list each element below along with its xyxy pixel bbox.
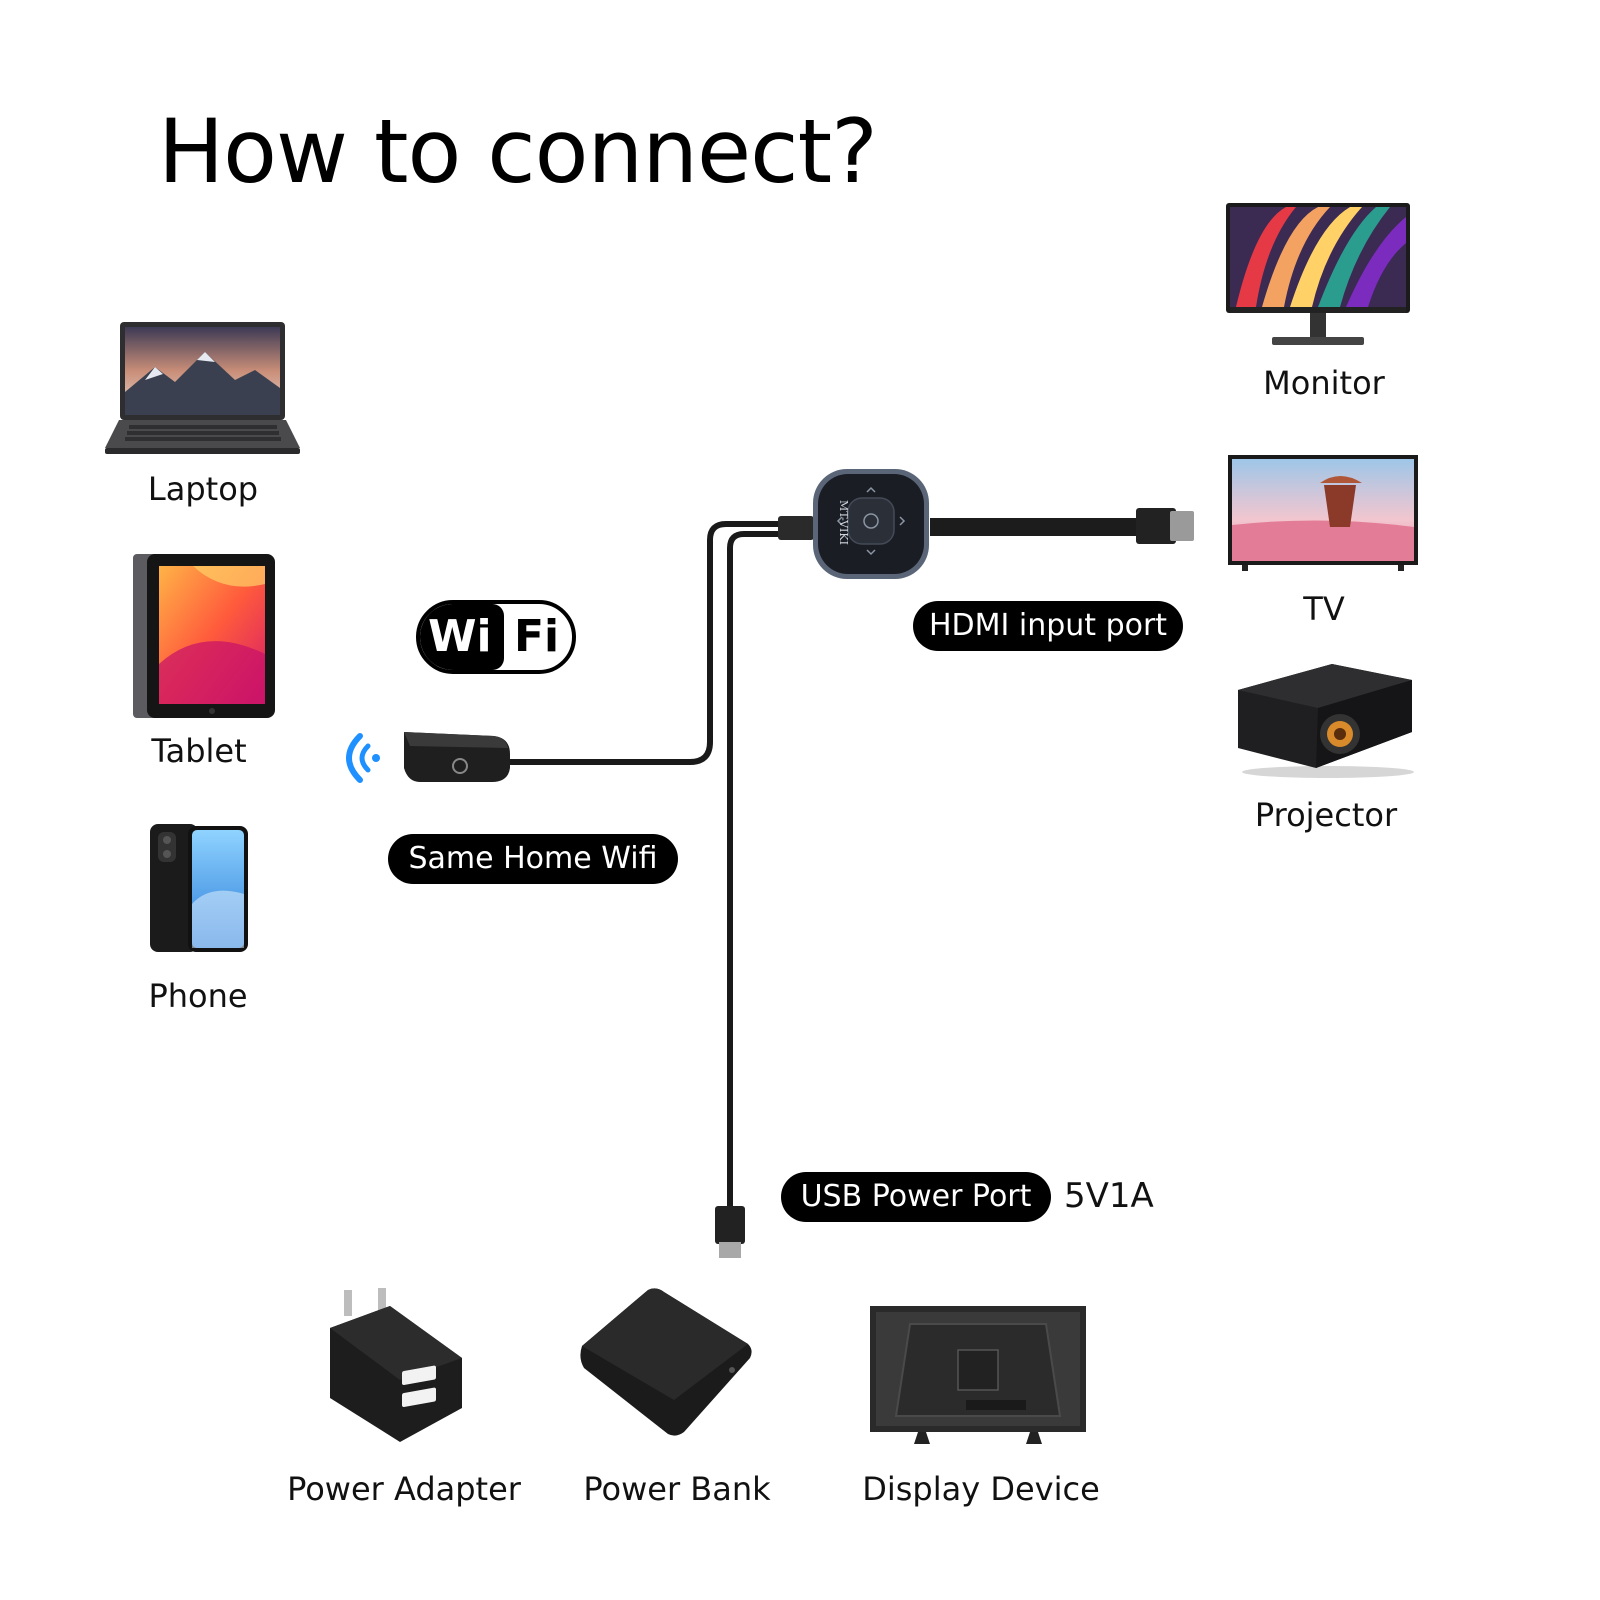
hdmi-plug-body (1136, 508, 1176, 544)
power-adapter-image (330, 1288, 462, 1442)
monitor-label: Monitor (1263, 364, 1385, 402)
projector-label: Projector (1254, 796, 1398, 834)
usb-power-spec: 5V1A (1064, 1176, 1154, 1216)
dongle-hub (813, 469, 929, 579)
usb-power-port-badge: USB Power Port (781, 1172, 1051, 1222)
power-bank-label: Power Bank (583, 1470, 771, 1508)
hdmi-plug-tip (1170, 511, 1194, 541)
hdmi-cable (930, 518, 1140, 536)
usb-cable (727, 531, 780, 1210)
page-title: How to connect? (158, 100, 878, 203)
wifi-logo: Wi Fi (416, 600, 576, 674)
wifi-logo-left: Wi (428, 611, 492, 662)
tv-image (1228, 455, 1418, 571)
wifi-antenna (404, 732, 510, 782)
power-adapter-label: Power Adapter (287, 1470, 521, 1508)
wifi-signal-icon (346, 733, 380, 783)
power-bank-image (580, 1288, 752, 1436)
tv-label: TV (1303, 590, 1345, 628)
projector-image (1238, 664, 1414, 778)
tablet-image (133, 554, 275, 718)
laptop-image (105, 322, 300, 454)
antenna-cable (510, 521, 780, 765)
dongle-brand: MT-VIKI (837, 500, 850, 545)
usb-plug-body (715, 1206, 745, 1244)
tablet-label: Tablet (151, 732, 247, 770)
display-device-label: Display Device (862, 1470, 1100, 1508)
cable-strain-relief (778, 516, 814, 540)
laptop-label: Laptop (147, 470, 259, 508)
display-device-image (870, 1306, 1086, 1444)
same-home-wifi-badge: Same Home Wifi (388, 834, 678, 884)
monitor-image (1226, 203, 1410, 345)
hdmi-input-port-badge: HDMI input port (913, 601, 1183, 651)
phone-image (150, 824, 248, 952)
usb-plug-tip (719, 1242, 741, 1258)
phone-label: Phone (148, 977, 248, 1015)
wifi-logo-right: Fi (514, 611, 560, 662)
